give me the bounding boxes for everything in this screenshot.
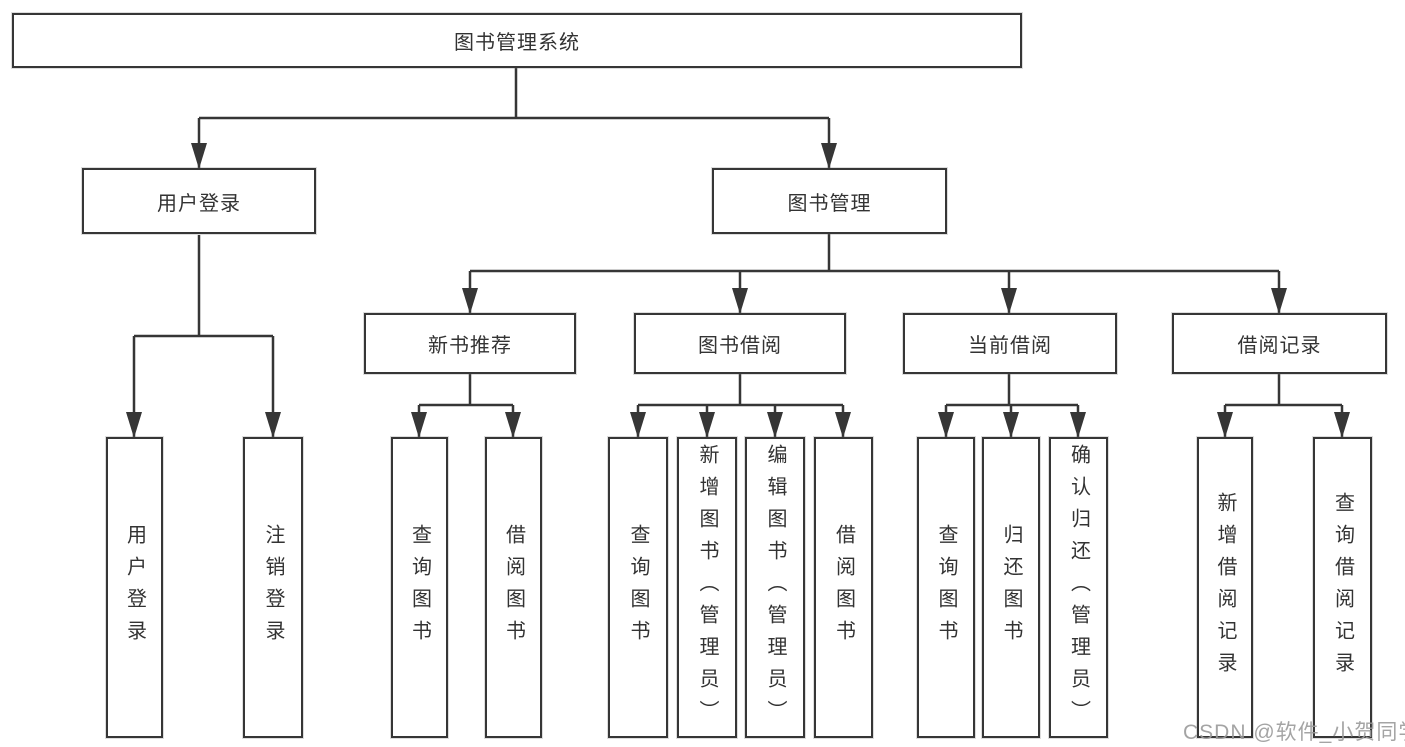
node-book-borrowing-label: 图书借阅 xyxy=(698,335,782,357)
node-library-system-label: 图书管理系统 xyxy=(454,32,580,54)
leaf-confirm-return-admin: 确认归还（管理员） xyxy=(1049,437,1108,738)
branch-lines xyxy=(134,68,1342,407)
leaf-add-books-admin-label: 新增图书（管理员） xyxy=(696,443,718,732)
leaf-return-books: 归还图书 xyxy=(982,437,1040,738)
node-user-login-label: 用户登录 xyxy=(157,192,241,215)
node-new-book-recommend-label: 新书推荐 xyxy=(428,335,512,357)
node-current-borrowing: 当前借阅 xyxy=(903,313,1117,374)
node-book-management: 图书管理 xyxy=(712,168,947,234)
leaf-edit-books-admin-label: 编辑图书（管理员） xyxy=(764,443,786,732)
node-book-management-label: 图书管理 xyxy=(787,192,872,215)
leaf-borrow-books-under-borrowing: 借阅图书 xyxy=(814,437,873,738)
node-book-borrowing: 图书借阅 xyxy=(634,313,846,374)
node-library-system: 图书管理系统 xyxy=(12,13,1022,68)
node-borrow-records: 借阅记录 xyxy=(1172,313,1387,374)
leaf-query-books-under-recommend: 查询图书 xyxy=(391,437,448,738)
leaf-add-books-admin: 新增图书（管理员） xyxy=(677,437,737,738)
leaf-confirm-return-admin-label: 确认归还（管理员） xyxy=(1067,443,1090,732)
leaf-logout-label: 注销登录 xyxy=(262,523,284,652)
leaf-query-borrow-record-label: 查询借阅记录 xyxy=(1331,491,1354,684)
node-borrow-records-label: 借阅记录 xyxy=(1237,335,1322,357)
node-current-borrowing-label: 当前借阅 xyxy=(968,335,1052,357)
leaf-query-borrow-record: 查询借阅记录 xyxy=(1313,437,1372,738)
node-new-book-recommend: 新书推荐 xyxy=(364,313,576,374)
leaf-query-books-under-recommend-label: 查询图书 xyxy=(408,523,431,652)
leaf-add-borrow-record: 新增借阅记录 xyxy=(1197,437,1253,738)
leaf-query-books-under-borrowing-label: 查询图书 xyxy=(627,523,649,652)
leaf-add-borrow-record-label: 新增借阅记录 xyxy=(1214,491,1236,684)
leaf-logout: 注销登录 xyxy=(243,437,303,738)
leaf-query-books-under-current-label: 查询图书 xyxy=(935,523,957,652)
leaf-query-books-under-borrowing: 查询图书 xyxy=(608,437,668,738)
leaf-borrow-books-under-recommend-label: 借阅图书 xyxy=(502,523,525,652)
leaf-edit-books-admin: 编辑图书（管理员） xyxy=(745,437,805,738)
leaf-borrow-books-under-borrowing-label: 借阅图书 xyxy=(832,523,855,652)
leaf-query-books-under-current: 查询图书 xyxy=(917,437,975,738)
node-user-login: 用户登录 xyxy=(82,168,316,234)
leaf-user-login-label: 用户登录 xyxy=(123,523,146,652)
csdn-watermark: CSDN @软件_小贺同学 xyxy=(1183,721,1405,744)
leaf-return-books-label: 归还图书 xyxy=(1000,523,1022,652)
leaf-borrow-books-under-recommend: 借阅图书 xyxy=(485,437,542,738)
leaf-user-login: 用户登录 xyxy=(106,437,163,738)
